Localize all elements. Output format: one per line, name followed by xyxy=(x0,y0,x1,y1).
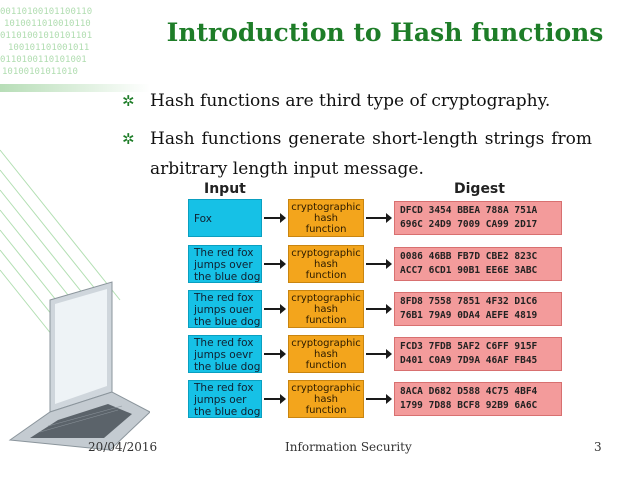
input-line: jumps over xyxy=(194,258,253,271)
digest-line: DFCD 3454 BBEA 788A 751A xyxy=(400,205,538,216)
arrow-right-icon xyxy=(264,349,286,359)
digest-line: 76B1 79A9 0DA4 AEFE 4819 xyxy=(400,310,538,321)
bullet-item: ✲ Hash functions are third type of crypt… xyxy=(122,86,592,116)
svg-text:10100101011010: 10100101011010 xyxy=(2,67,78,77)
digest-line: FCD3 7FDB 5AF2 C6FF 915F xyxy=(400,341,538,352)
input-line: The red fox xyxy=(194,381,254,394)
decorative-binary-graphic: 00110100101100110 1010011010010110 01101… xyxy=(0,7,150,451)
function-label-line: hash xyxy=(313,212,338,224)
input-line: The red fox xyxy=(194,291,254,304)
function-label-line: cryptographic xyxy=(291,292,361,304)
digest-box: 8ACA D682 D588 4C75 4BF4 1799 7D88 BCF8 9… xyxy=(394,382,562,416)
function-label-line: hash xyxy=(313,258,338,270)
digest-line: 8FD8 7558 7851 4F32 D1C6 xyxy=(400,296,538,307)
function-label-line: cryptographic xyxy=(291,247,361,259)
function-label-line: hash xyxy=(313,303,338,315)
arrow-right-icon xyxy=(366,394,392,404)
digest-box: 8FD8 7558 7851 4F32 D1C6 76B1 79A9 0DA4 A… xyxy=(394,292,562,326)
bullet-text: Hash functions are third type of cryptog… xyxy=(150,91,551,111)
digest-box: FCD3 7FDB 5AF2 C6FF 915F D401 C0A9 7D9A 4… xyxy=(394,337,562,371)
digest-line: 8ACA D682 D588 4C75 4BF4 xyxy=(400,386,538,397)
slide-title: Introduction to Hash functions xyxy=(166,18,604,47)
function-label-line: function xyxy=(305,359,347,371)
function-label-line: cryptographic xyxy=(291,201,361,213)
input-line: the blue dog xyxy=(194,270,261,283)
arrow-right-icon xyxy=(264,213,286,223)
function-label-line: hash xyxy=(313,393,338,405)
input-line: jumps ouer xyxy=(194,303,254,316)
star-bullet-icon: ✲ xyxy=(122,130,135,148)
input-line: The red fox xyxy=(194,336,254,349)
svg-text:0110100110101001: 0110100110101001 xyxy=(0,55,87,65)
digest-line: ACC7 6CD1 90B1 EE6E 3ABC xyxy=(400,265,538,276)
function-label-line: cryptographic xyxy=(291,337,361,349)
input-line: the blue dog xyxy=(194,405,261,418)
function-label-line: function xyxy=(305,404,347,416)
arrow-right-icon xyxy=(366,259,392,269)
diagram-digest-header: Digest xyxy=(454,181,505,197)
arrow-right-icon xyxy=(264,394,286,404)
svg-text:100101101001011: 100101101001011 xyxy=(8,43,89,53)
bullet-item: ✲ Hash functions generate short-length s… xyxy=(122,124,592,184)
laptop-icon xyxy=(8,281,150,451)
input-line: jumps oer xyxy=(194,393,247,406)
svg-text:01101001010101101: 01101001010101101 xyxy=(0,31,92,41)
digest-line: D401 C0A9 7D9A 46AF FB45 xyxy=(400,355,538,366)
function-label-line: function xyxy=(305,223,347,235)
footer-title: Information Security xyxy=(285,440,412,454)
svg-text:1010011010010110: 1010011010010110 xyxy=(4,19,91,29)
input-line: jumps oevr xyxy=(194,348,253,361)
diagram-input-header: Input xyxy=(204,181,246,197)
footer-date: 20/04/2016 xyxy=(88,440,158,454)
svg-text:00110100101100110: 00110100101100110 xyxy=(0,7,92,17)
digest-line: 696C 24D9 7009 CA99 2D17 xyxy=(400,219,538,230)
input-message-box: Fox xyxy=(188,199,262,237)
function-label-line: function xyxy=(305,269,347,281)
digest-line: 0086 46BB FB7D CBE2 823C xyxy=(400,251,538,262)
function-label-line: cryptographic xyxy=(291,382,361,394)
input-line: Fox xyxy=(194,212,212,225)
arrow-right-icon xyxy=(366,304,392,314)
bullet-text: Hash functions generate short-length str… xyxy=(150,129,592,179)
input-line: the blue dog xyxy=(194,360,261,373)
arrow-right-icon xyxy=(264,259,286,269)
arrow-right-icon xyxy=(366,349,392,359)
function-label-line: function xyxy=(305,314,347,326)
arrow-right-icon xyxy=(264,304,286,314)
input-line: The red fox xyxy=(194,246,254,259)
digest-line: 1799 7D88 BCF8 92B9 6A6C xyxy=(400,400,538,411)
digest-box: DFCD 3454 BBEA 788A 751A 696C 24D9 7009 C… xyxy=(394,201,562,235)
function-label-line: hash xyxy=(313,348,338,360)
arrow-right-icon xyxy=(366,213,392,223)
digest-box: 0086 46BB FB7D CBE2 823C ACC7 6CD1 90B1 E… xyxy=(394,247,562,281)
page-number: 3 xyxy=(594,440,602,454)
star-bullet-icon: ✲ xyxy=(122,92,135,110)
input-line: the blue dog xyxy=(194,315,261,328)
